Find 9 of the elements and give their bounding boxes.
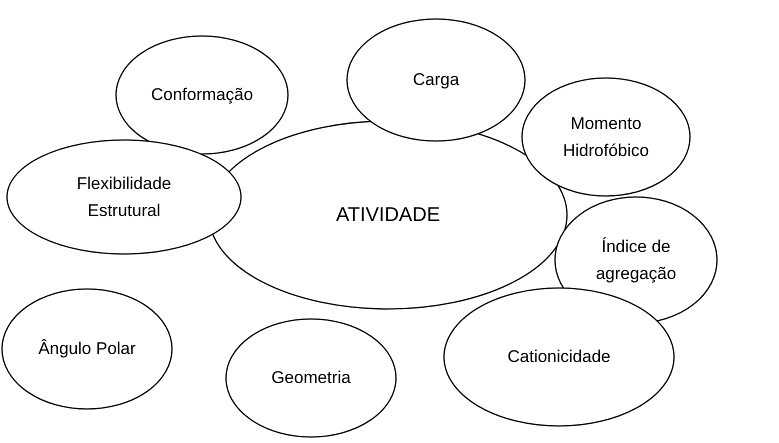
node-label: Geometria [271,367,351,390]
node-label: Cationicidade [507,346,610,368]
node-label: Flexibilidade Estrutural [76,172,172,222]
node-label: Carga [412,69,460,92]
node-label: Índice de agregação [594,236,678,285]
node-label: Conformação [150,84,254,106]
node-label: Momento Hidrofóbico [562,112,650,162]
node-label: ATIVIDADE [336,203,440,228]
node-label: Ângulo Polar [38,338,136,360]
